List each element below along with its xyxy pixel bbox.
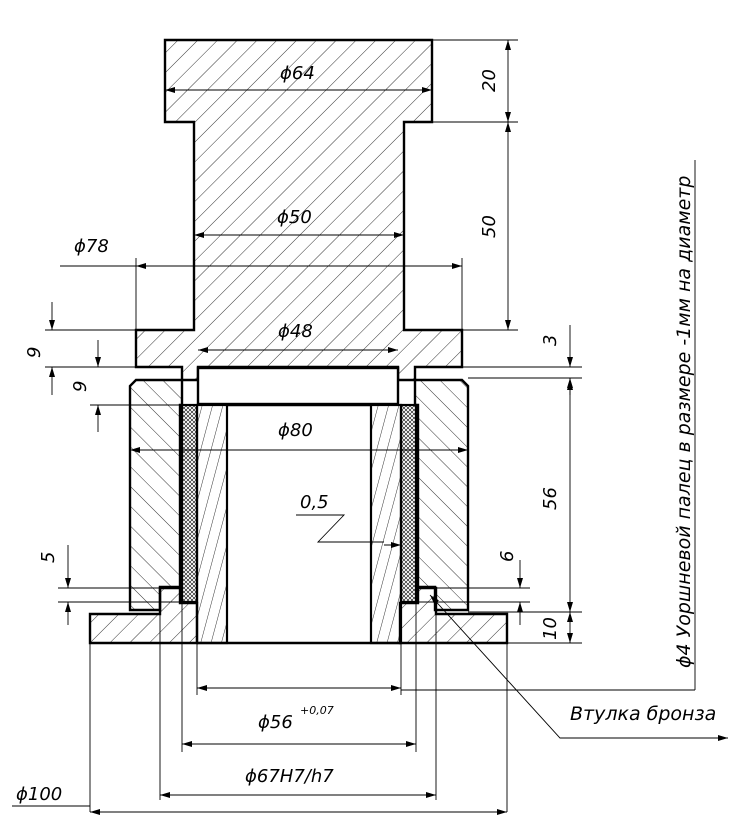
dim-d80: ϕ80 [278,420,313,441]
dim-h56: 56 [540,487,561,510]
push-plate [196,366,400,406]
side-note: ϕ4 Уоршневой палец в размере -1мм на диа… [673,176,695,668]
dim-h5: 5 [38,552,59,563]
dim-h3: 3 [540,335,561,346]
dim-h6: 6 [497,551,518,562]
sleeve-wall-left [195,403,229,645]
dim-h20: 20 [479,69,500,92]
dim-d64: ϕ64 [280,63,315,84]
die-body-right [413,378,470,612]
dim-h9-bottom: 9 [70,381,91,392]
dim-d100: ϕ100 [16,784,62,805]
sleeve-wall-right [369,403,403,645]
bushing-left [180,403,199,604]
bushing-label: Втулка бронза [570,703,716,725]
dim-h10: 10 [540,617,561,640]
bushing-right [399,403,418,604]
dim-gap: 0,5 [300,492,329,513]
dim-d56-tolerance: +0,07 [300,704,334,717]
dimension-lines [12,39,728,815]
dim-d48: ϕ48 [278,321,313,342]
dim-d50: ϕ50 [277,207,312,228]
dim-d78: ϕ78 [74,236,109,257]
dim-d67: ϕ67H7/h7 [245,766,334,787]
die-body-left [128,378,184,612]
dim-h50: 50 [479,215,500,238]
dim-h9-top: 9 [24,347,45,358]
dim-d56: ϕ56 [258,712,293,733]
